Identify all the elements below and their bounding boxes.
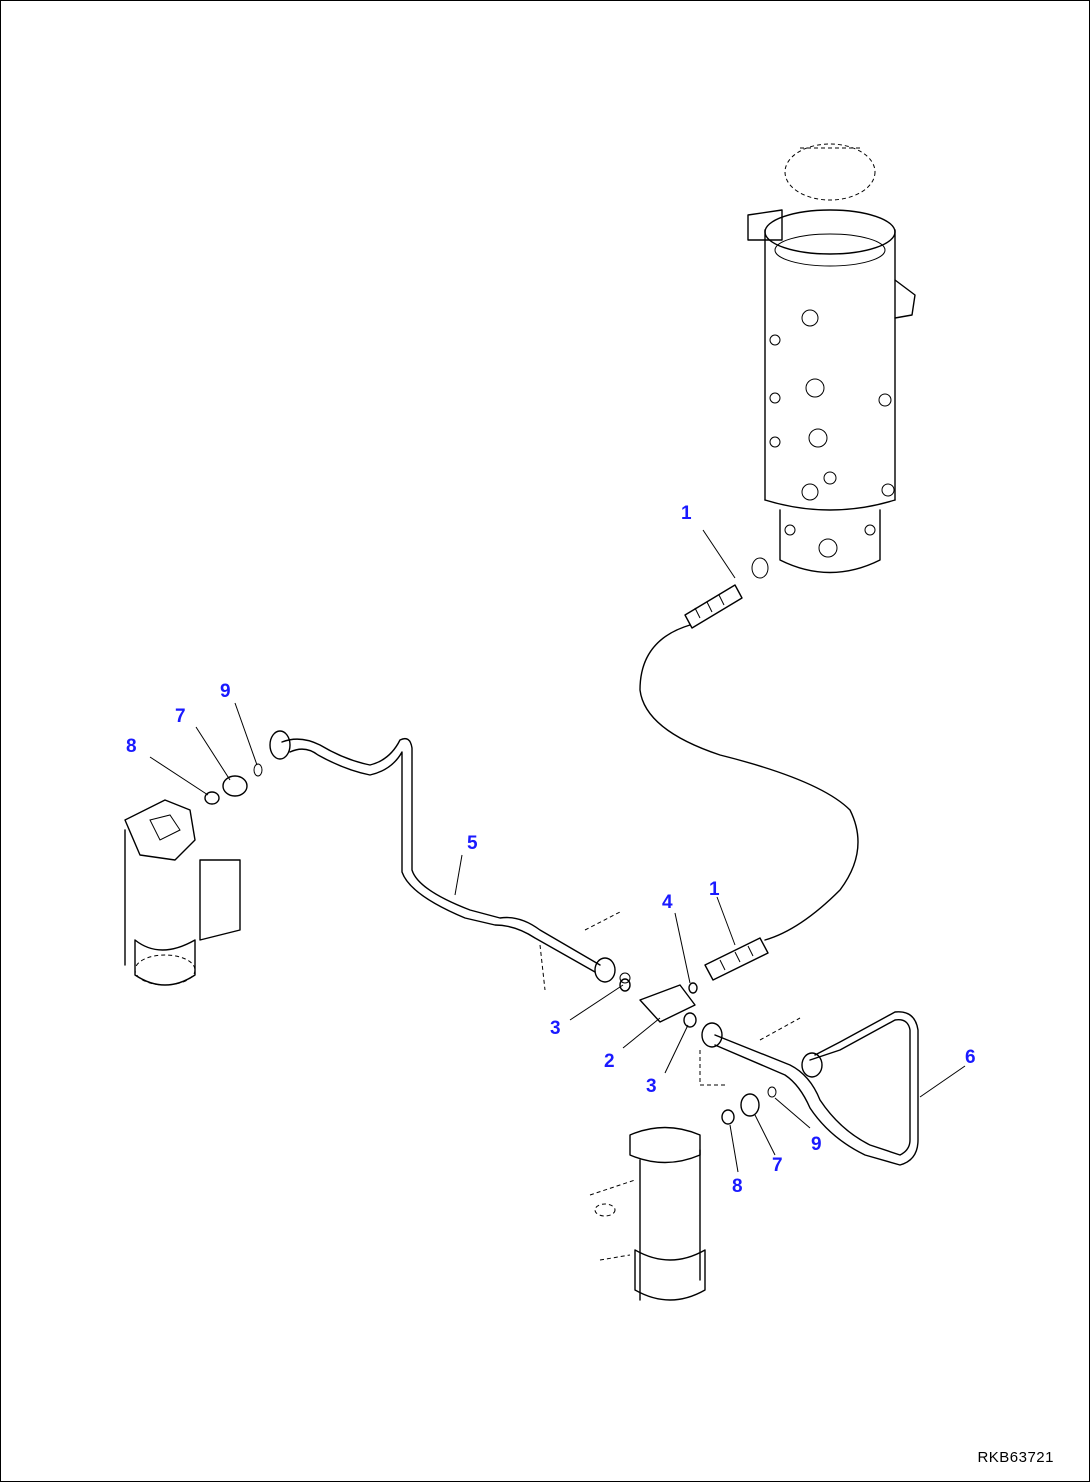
callout-9-right: 9 (811, 1134, 822, 1155)
drawing-code-label: RKB63721 (977, 1449, 1054, 1466)
callout-6: 6 (965, 1047, 976, 1068)
callout-1-lower: 1 (709, 879, 720, 900)
callout-8-right: 8 (732, 1176, 743, 1197)
callout-2: 2 (604, 1051, 615, 1072)
callout-1-upper: 1 (681, 503, 692, 524)
left-bracket-assembly (124, 763, 263, 986)
callout-9-left: 9 (220, 681, 231, 702)
fitting-2 (619, 978, 698, 1028)
callout-labels: 1 1 2 3 3 4 5 6 7 7 8 8 9 9 (126, 503, 976, 1197)
callout-3-left: 3 (550, 1018, 561, 1039)
tube-5 (269, 730, 631, 991)
tube-6 (699, 1011, 919, 1166)
swivel-joint (747, 143, 916, 574)
hose-1 (639, 557, 859, 981)
callout-7-left: 7 (175, 706, 186, 727)
callout-5: 5 (467, 833, 478, 854)
callout-8-left: 8 (126, 736, 137, 757)
lower-right-component (589, 1086, 777, 1301)
callout-7-right: 7 (772, 1155, 783, 1176)
callout-4: 4 (662, 892, 673, 913)
leader-lines (149, 529, 966, 1173)
callout-3-right: 3 (646, 1076, 657, 1097)
